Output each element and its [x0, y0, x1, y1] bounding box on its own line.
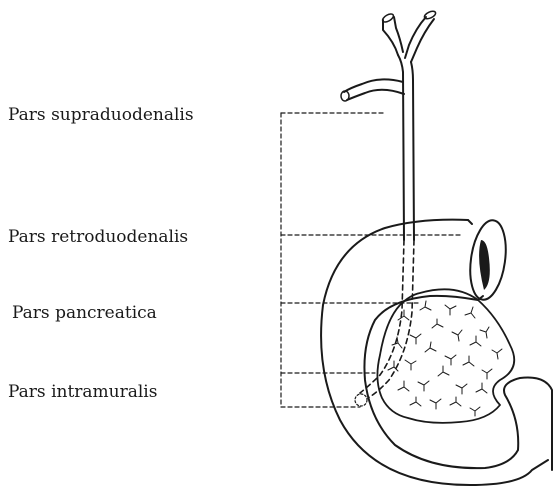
pancreas-head	[377, 289, 514, 423]
bile-duct	[341, 10, 437, 406]
segment-bracket	[281, 113, 460, 407]
duodenum	[321, 218, 552, 485]
pancreas-texture	[388, 301, 502, 416]
